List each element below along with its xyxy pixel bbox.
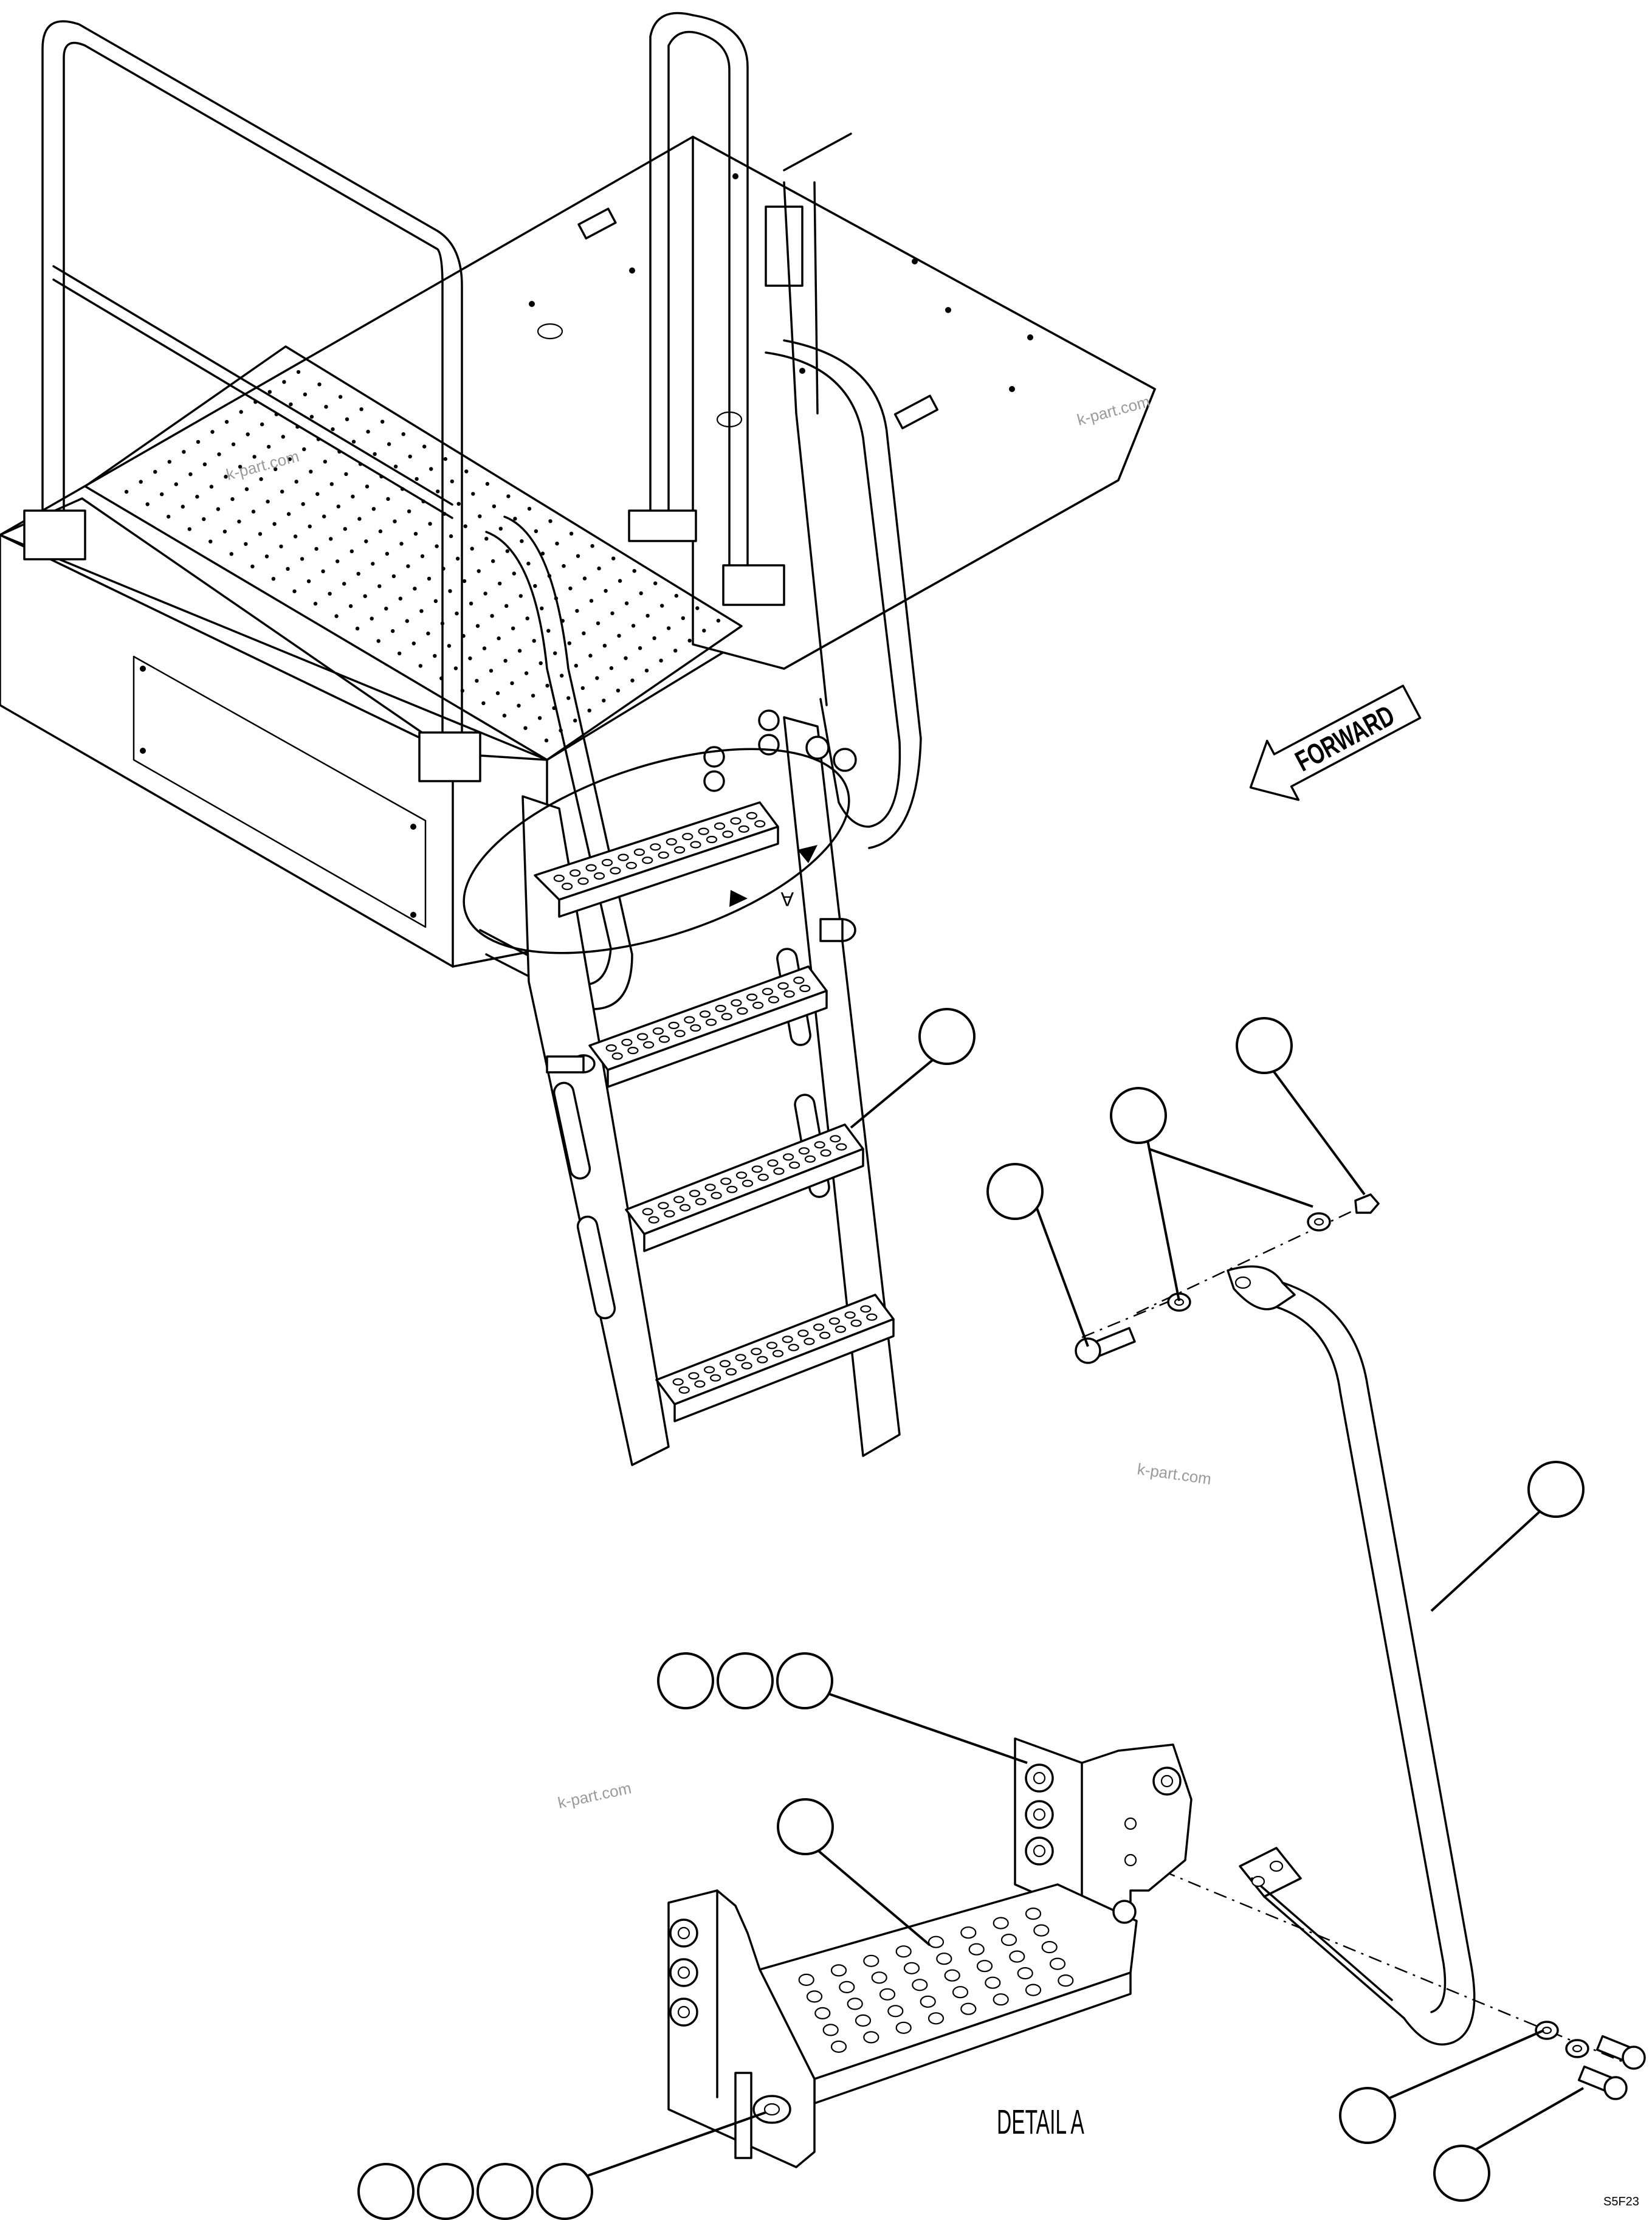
detail-step-perforations	[798, 1908, 1074, 2053]
callout-balloon	[657, 1652, 714, 1709]
detail-a-circle	[463, 748, 850, 954]
detail-a-step	[667, 1737, 1193, 2168]
callout-balloon	[776, 1652, 833, 1709]
callout-balloon	[986, 1163, 1044, 1220]
callout-balloon	[357, 2163, 415, 2220]
platform-deck	[0, 136, 1156, 968]
callout-balloon	[477, 2163, 534, 2220]
side-bolts	[669, 1918, 698, 2027]
callout-balloons	[357, 1008, 1585, 2220]
handrail-right	[628, 12, 922, 849]
forward-arrow: FORWARD	[1249, 684, 1422, 801]
callout-leaders	[577, 1053, 1584, 2180]
callout-balloon	[918, 1008, 976, 1065]
perforated-walkway	[84, 345, 743, 761]
watermark-text: k-part.com	[1136, 1460, 1213, 1488]
bracket-bolts	[1025, 1763, 1054, 1866]
ladder	[521, 716, 901, 1466]
hardware-upper	[1075, 1193, 1380, 1364]
detail-caption: DETAIL A	[997, 2103, 1084, 2141]
callout-balloon	[717, 1652, 774, 1709]
exploded-handrail	[1075, 1193, 1646, 2100]
callout-balloon	[777, 1798, 834, 1855]
corner-code: S5F23	[1603, 2195, 1639, 2208]
callout-balloon	[1433, 2145, 1490, 2202]
callout-balloon	[1110, 1087, 1167, 1144]
handrail-left	[23, 20, 481, 782]
watermark-text: k-part.com	[556, 1779, 633, 1812]
callout-balloon	[536, 2163, 593, 2220]
callout-balloon	[1527, 1461, 1585, 1518]
hardware-lower	[1535, 2021, 1646, 2100]
callout-balloon	[417, 2163, 474, 2220]
callout-balloon	[1236, 1017, 1293, 1074]
ladder-treads	[534, 801, 895, 1422]
callout-balloon	[1339, 2087, 1396, 2144]
view-marker-a: A	[780, 888, 794, 910]
